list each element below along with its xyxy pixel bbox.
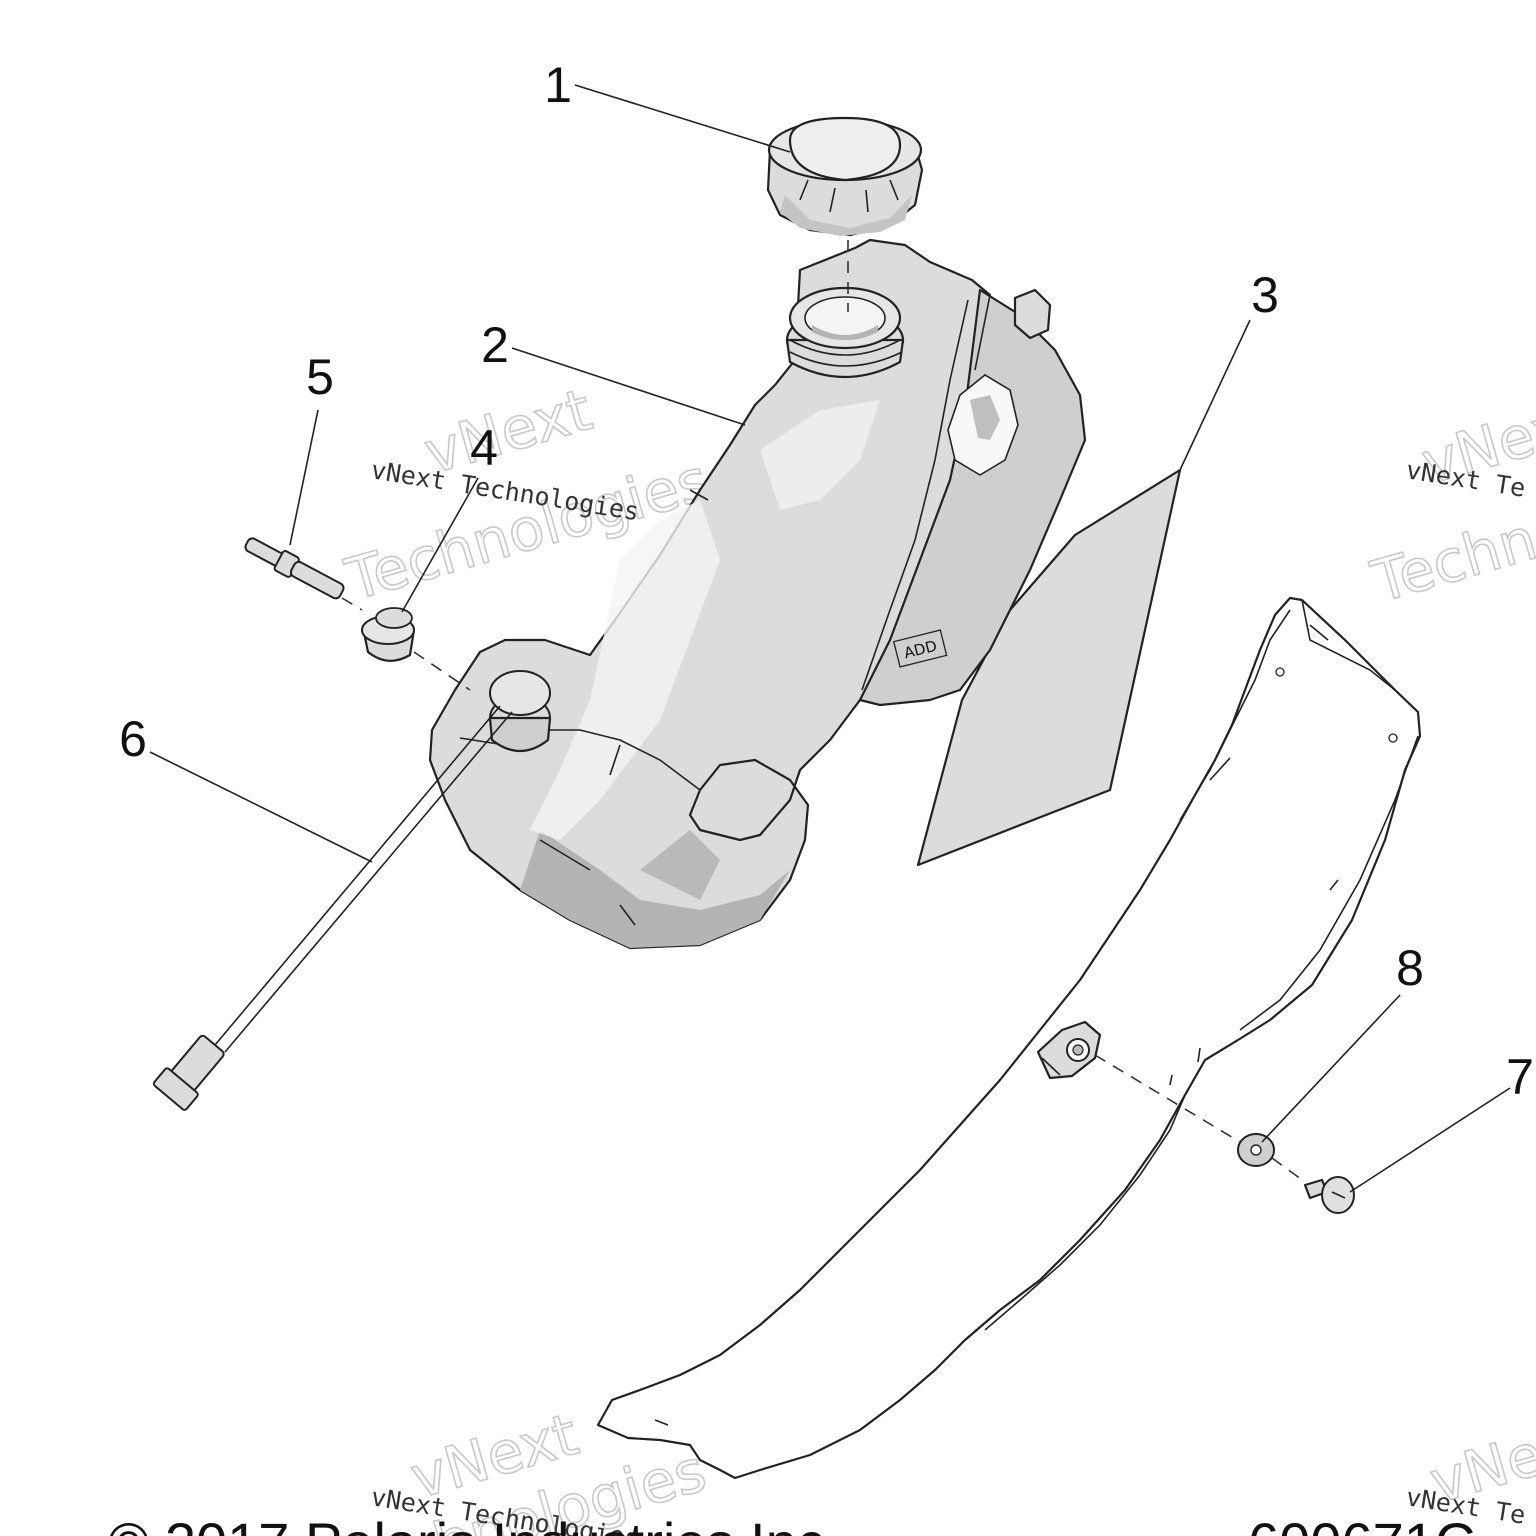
grommet bbox=[361, 607, 416, 662]
callout-7: 7 bbox=[1506, 1049, 1534, 1105]
footer-part-code: 600671C bbox=[1248, 1511, 1475, 1536]
screw bbox=[1303, 1176, 1355, 1214]
fuel-cap bbox=[766, 116, 924, 237]
leader-1 bbox=[574, 84, 791, 153]
assembly-line-screw bbox=[1271, 1157, 1306, 1183]
callout-5: 5 bbox=[306, 349, 334, 405]
washer bbox=[1237, 1133, 1275, 1167]
callout-2: 2 bbox=[481, 317, 509, 373]
assembly-line-clip bbox=[1094, 1054, 1241, 1143]
heat-shield bbox=[596, 596, 1422, 1480]
vent-fitting bbox=[244, 537, 345, 600]
callout-1: 1 bbox=[544, 57, 572, 113]
mount-clip bbox=[1036, 1020, 1102, 1080]
leader-6 bbox=[149, 751, 373, 863]
footer-copyright: © 2017 Polaris Industries Inc. bbox=[108, 1511, 840, 1536]
callout-3: 3 bbox=[1251, 267, 1279, 323]
leader-3 bbox=[1179, 319, 1251, 471]
leader-5 bbox=[289, 409, 319, 546]
callout-8: 8 bbox=[1396, 940, 1424, 996]
leader-2 bbox=[511, 347, 746, 426]
assembly-line-vent bbox=[341, 597, 363, 611]
tank-pad bbox=[916, 468, 1182, 867]
fuel-tank: ADD bbox=[428, 238, 1087, 950]
leader-7 bbox=[1349, 1087, 1511, 1193]
leader-8 bbox=[1261, 994, 1401, 1143]
assembly-line-grommet bbox=[413, 651, 471, 691]
callout-6: 6 bbox=[119, 711, 147, 767]
fuel-sender bbox=[152, 705, 513, 1111]
leader-4 bbox=[401, 477, 479, 613]
callout-4: 4 bbox=[470, 420, 498, 476]
